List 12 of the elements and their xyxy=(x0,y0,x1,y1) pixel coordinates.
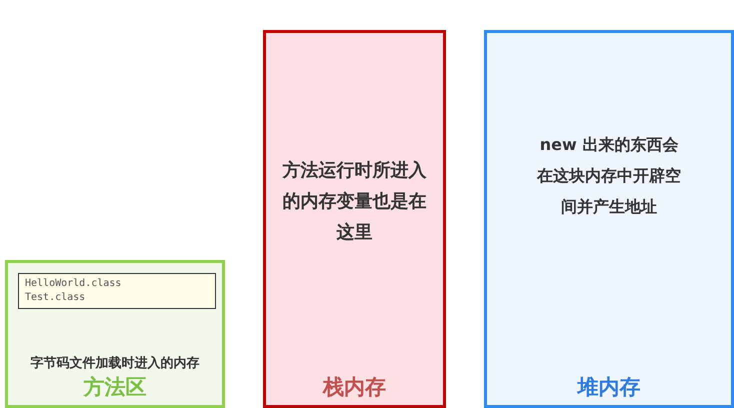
file-name: HelloWorld.class xyxy=(25,277,122,291)
description-text: 方法运行时所进入的内存变量也是在这里 xyxy=(281,159,428,245)
description-text: new 出来的东西会在这块内存中开辟空间并产生地址 xyxy=(536,134,682,218)
area-title: 方法区 xyxy=(84,374,146,401)
file-name: Test.class xyxy=(25,291,86,305)
memory-area-box xyxy=(5,260,225,408)
memory-area-box xyxy=(263,30,446,408)
area-title: 堆内存 xyxy=(578,374,640,401)
memory-area-box xyxy=(484,30,734,408)
file-list-box xyxy=(18,273,216,309)
area-title: 栈内存 xyxy=(323,374,386,401)
description-text: 字节码文件加载时进入的内存 xyxy=(30,354,200,373)
